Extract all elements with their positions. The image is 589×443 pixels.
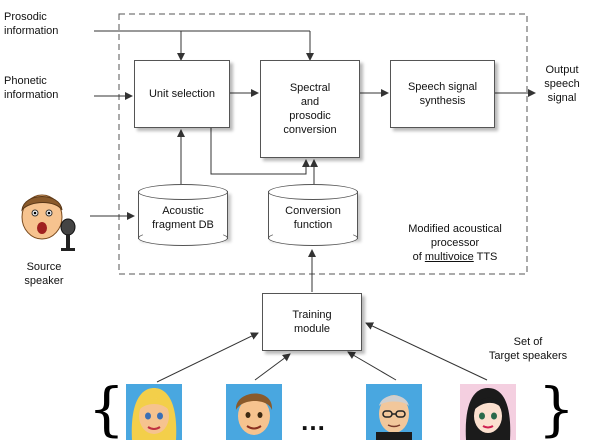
processor-line1: Modified acoustical bbox=[408, 223, 502, 235]
microphone-icon bbox=[60, 218, 76, 251]
spectral-line3: prosodic bbox=[289, 110, 331, 122]
conversion-fn-line1: Conversion bbox=[285, 205, 341, 217]
processor-line3: of multivoice TTS bbox=[412, 251, 498, 263]
right-brace: } bbox=[538, 375, 575, 443]
prosodic-line1: Prosodic bbox=[4, 11, 47, 23]
spectral-line1: Spectral bbox=[289, 82, 331, 94]
target-face-icon bbox=[366, 384, 422, 440]
synthesis-line1: Speech signal bbox=[407, 81, 478, 93]
unit-selection-label: Unit selection bbox=[148, 88, 216, 100]
spectral-line4: conversion bbox=[283, 124, 337, 136]
processor-boundary bbox=[118, 13, 528, 275]
output-line2: speech bbox=[544, 78, 580, 90]
spectral-line2: and bbox=[300, 96, 320, 108]
target-face-icon bbox=[126, 384, 182, 440]
training-line2: module bbox=[293, 323, 331, 335]
synthesis-line2: synthesis bbox=[419, 95, 466, 107]
training-module-block: Training module bbox=[262, 293, 362, 351]
unit-selection-block: Unit selection bbox=[134, 60, 230, 128]
output-line3: signal bbox=[547, 92, 577, 104]
phonetic-line1: Phonetic bbox=[4, 75, 47, 87]
acoustic-fragment-db-cylinder: Acoustic fragment DB bbox=[138, 184, 228, 246]
target-face-icon bbox=[226, 384, 282, 440]
acoustic-db-line2: fragment DB bbox=[152, 219, 214, 231]
acoustic-db-line1: Acoustic bbox=[162, 205, 204, 217]
training-line1: Training bbox=[292, 309, 332, 321]
modified-processor-label: Modified acoustical processor of multivo… bbox=[388, 222, 522, 264]
multivoice-underlined: multivoice bbox=[424, 251, 474, 263]
source-speaker-face-icon bbox=[21, 194, 63, 240]
spectral-prosodic-conversion-block: Spectral and prosodic conversion bbox=[260, 60, 360, 158]
prosodic-information-label: Prosodic information bbox=[4, 10, 58, 38]
conversion-function-cylinder: Conversion function bbox=[268, 184, 358, 246]
target-speakers-label: Set of Target speakers bbox=[470, 335, 586, 363]
left-brace: { bbox=[88, 375, 125, 443]
targets-line2: Target speakers bbox=[488, 350, 568, 362]
more-speakers-ellipsis: … bbox=[300, 406, 328, 436]
targets-line1: Set of bbox=[513, 336, 543, 348]
source-line2: speaker bbox=[24, 275, 64, 287]
processor-line2: processor bbox=[430, 237, 480, 249]
phonetic-information-label: Phonetic information bbox=[4, 74, 58, 102]
target-face-icon bbox=[460, 384, 516, 440]
speech-signal-synthesis-block: Speech signal synthesis bbox=[390, 60, 495, 128]
output-speech-signal-label: Output speech signal bbox=[538, 63, 586, 105]
source-line1: Source bbox=[26, 261, 62, 273]
source-speaker-label: Source speaker bbox=[16, 260, 72, 288]
phonetic-line2: information bbox=[4, 89, 59, 101]
conversion-fn-line2: function bbox=[293, 219, 333, 231]
prosodic-line2: information bbox=[4, 25, 59, 37]
output-line1: Output bbox=[545, 64, 579, 76]
